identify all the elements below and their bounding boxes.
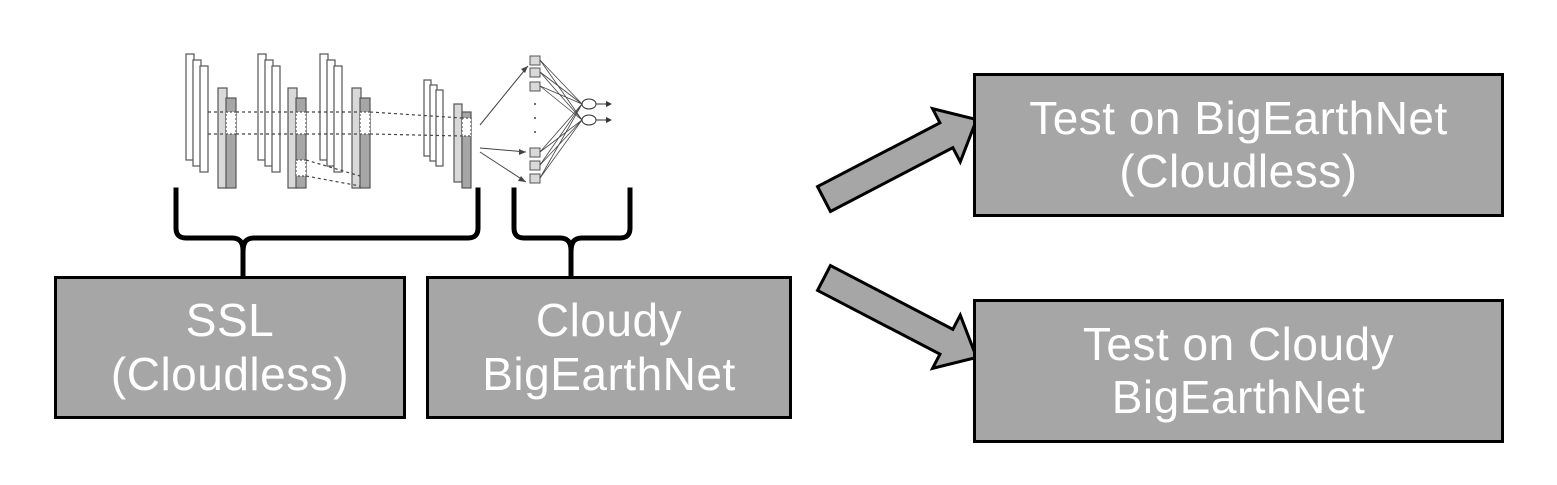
cloudy-train-box-line1: Cloudy	[535, 294, 683, 347]
ssl-box-line2: (Cloudless)	[110, 347, 350, 400]
cloudy-train-box: Cloudy BigEarthNet	[426, 276, 792, 419]
head-bracket	[511, 187, 633, 285]
test-cloudless-box: Test on BigEarthNet (Cloudless)	[973, 73, 1504, 217]
test-cloudy-box: Test on Cloudy BigEarthNet	[973, 299, 1504, 443]
cnn-backbone-icon	[185, 53, 472, 189]
test-cloudless-box-line1: Test on BigEarthNet	[1029, 91, 1448, 144]
ssl-bracket	[173, 187, 481, 285]
test-cloudy-box-line1: Test on Cloudy	[1082, 317, 1395, 370]
test-cloudy-box-line2: BigEarthNet	[1111, 371, 1366, 423]
ssl-box: SSL (Cloudless)	[54, 276, 406, 419]
arrow-to-test-cloudy	[815, 263, 979, 371]
cloudy-train-box-line2: BigEarthNet	[482, 347, 736, 400]
arrow-to-test-cloudless	[815, 106, 979, 214]
ssl-box-line1: SSL	[185, 294, 275, 347]
test-cloudless-box-line2: (Cloudless)	[1119, 145, 1358, 197]
classifier-head-icon	[479, 55, 612, 184]
